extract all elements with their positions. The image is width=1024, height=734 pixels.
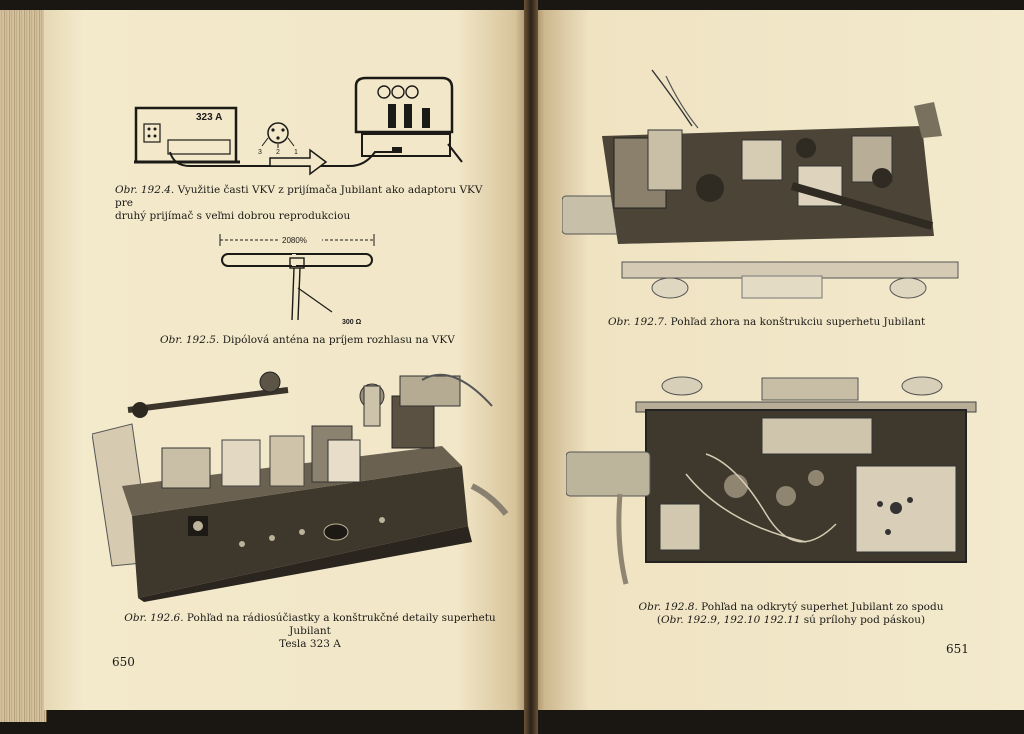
figure-192-7-photo <box>562 69 959 299</box>
caption-192-6-ref: Obr. 192.6. <box>124 612 184 624</box>
figure-192-6-photo <box>92 371 509 602</box>
book-gutter <box>524 0 538 734</box>
caption-192-7: Obr. 192.7. Pohľad zhora na konštrukciu … <box>608 316 948 329</box>
page-edges <box>0 10 47 722</box>
caption-192-6-line1: Pohľad na rádiosúčiastky a konštrukčné d… <box>186 612 496 637</box>
impedance-label: 300 Ω <box>342 319 362 326</box>
figure-192-8-photo <box>566 376 977 585</box>
figure-192-4-diagram: 323 A 3 2 1 <box>134 76 463 176</box>
left-page <box>44 10 530 710</box>
caption-192-4-line1: Využitie časti VKV z prijímača Jubilant … <box>115 184 483 209</box>
caption-192-5: Obr. 192.5. Dipólová anténa na príjem ro… <box>160 334 480 347</box>
caption-192-5-ref: Obr. 192.5. <box>160 334 220 346</box>
caption-192-7-ref: Obr. 192.7. <box>608 316 668 328</box>
caption-192-8-line2: sú prílohy pod páskou) <box>800 614 926 626</box>
caption-192-4-line2: druhý prijímač s veľmi dobrou reprodukci… <box>115 210 351 222</box>
caption-192-8-paren: ( <box>656 614 661 626</box>
caption-192-8-line1: Pohľad na odkrytý superhet Jubilant zo s… <box>701 601 944 613</box>
receiver-box-label: 323 A <box>196 112 222 123</box>
caption-192-4: Obr. 192.4. Využitie časti VKV z prijíma… <box>115 184 495 223</box>
pin-label-1: 1 <box>294 149 298 156</box>
figure-192-5-diagram: 2080% 300 Ω <box>219 233 375 326</box>
right-page <box>530 10 1024 710</box>
caption-192-8-ref: Obr. 192.8. <box>638 601 698 613</box>
pin-label-3: 3 <box>258 149 262 156</box>
caption-192-6: Obr. 192.6. Pohľad na rádiosúčiastky a k… <box>110 612 510 651</box>
caption-192-8: Obr. 192.8. Pohľad na odkrytý superhet J… <box>606 601 976 627</box>
caption-192-6-line2: Tesla 323 A <box>279 638 341 650</box>
caption-192-8-refs: Obr. 192.9, 192.10 192.11 <box>661 614 801 626</box>
dipole-length-label: 2080% <box>282 236 307 245</box>
page-number-right: 651 <box>946 642 969 656</box>
page-number-left: 650 <box>112 655 135 669</box>
caption-192-7-text: Pohľad zhora na konštrukciu superhetu Ju… <box>670 316 926 328</box>
pin-label-2: 2 <box>276 149 280 156</box>
caption-192-4-ref: Obr. 192.4. <box>115 184 175 196</box>
caption-192-5-text: Dipólová anténa na príjem rozhlasu na VK… <box>222 334 455 346</box>
